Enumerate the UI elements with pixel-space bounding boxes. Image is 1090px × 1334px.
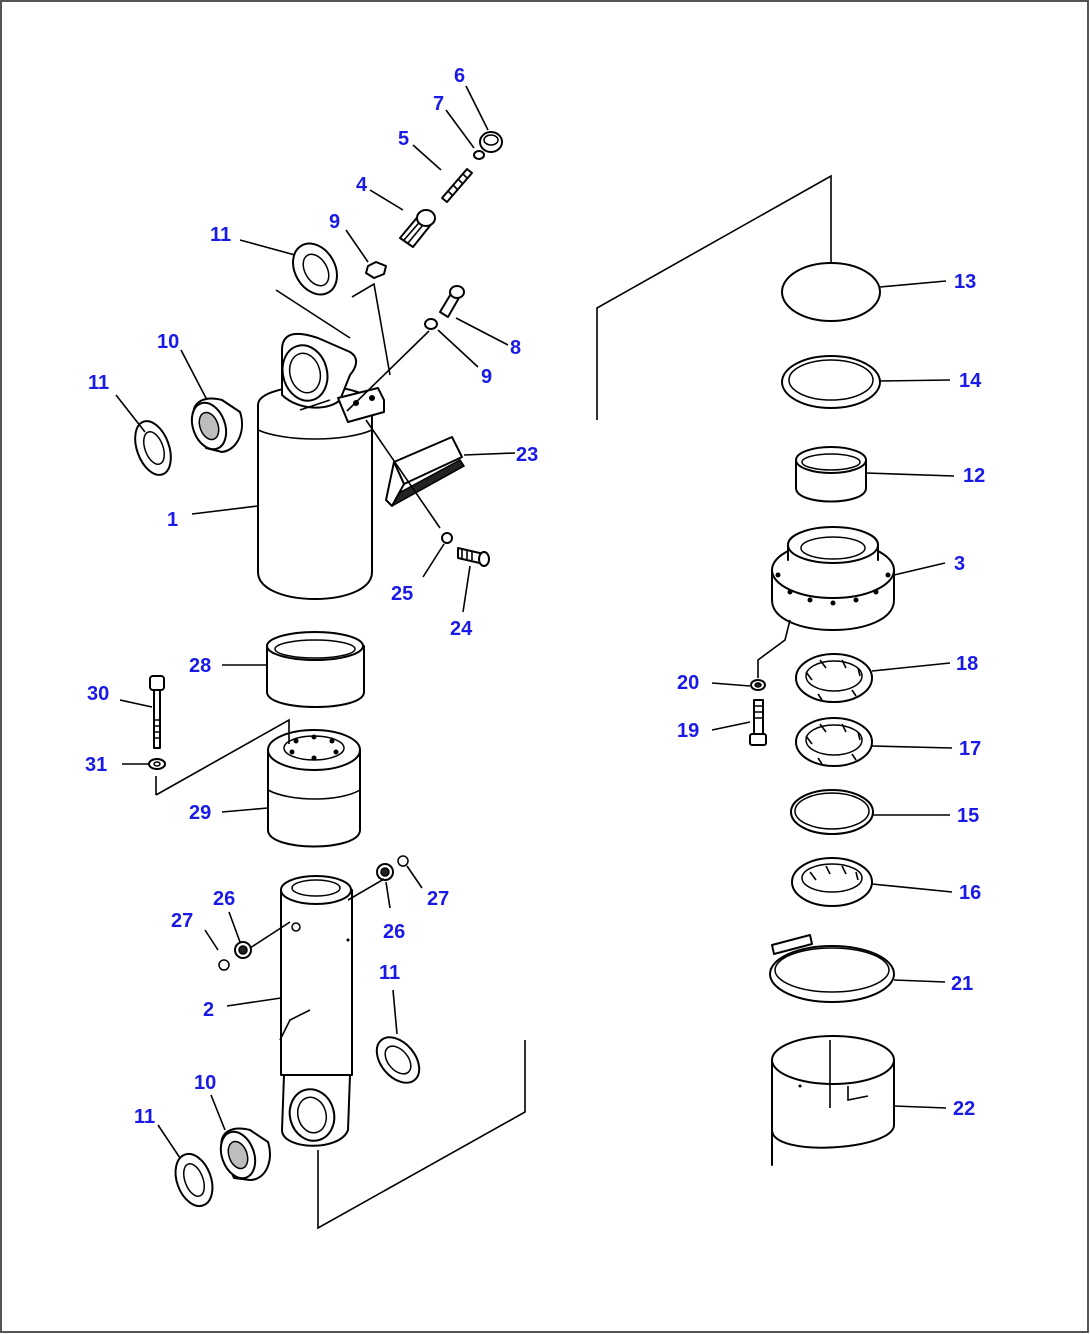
part-19-bolt [749,699,767,746]
callout-15: 15 [957,805,979,827]
callout-13: 13 [954,271,976,293]
callout-12: 12 [963,465,985,487]
part-7-ring [473,150,485,160]
callout-4: 4 [356,174,368,196]
part-25-washer [441,532,453,544]
callout-7: 7 [433,93,444,115]
callout-10-upper: 10 [157,331,179,353]
part-29-piston [267,729,361,848]
callout-17: 17 [959,738,981,760]
part-1-cylinder [257,332,385,600]
part-5-screw [441,168,473,203]
part-30-bolt [149,675,165,749]
part-17-buffer-ring [795,717,873,767]
callout-26-left: 26 [213,888,235,910]
callout-25: 25 [391,583,413,605]
callout-20: 20 [677,672,699,694]
part-31-washer [148,758,166,770]
callout-11-upper: 11 [210,224,231,246]
callout-10-lower: 10 [194,1072,216,1094]
part-11-seal-left [134,420,172,476]
part-14-backup-ring [781,355,881,409]
callout-9-upper: 9 [329,211,340,233]
part-26-bushing-right [376,863,394,881]
callout-11-lower-left: 11 [134,1106,155,1128]
part-10-bushing-upper [190,397,243,453]
callout-leaders [115,85,955,1159]
part-13-o-ring [781,262,881,322]
callout-18: 18 [956,653,978,675]
callout-14: 14 [959,370,982,392]
part-11-seal-upper [292,242,338,296]
part-20-washer [750,679,766,691]
callout-5: 5 [398,128,409,150]
part-15-ring [790,789,874,835]
part-8-bolt [439,285,465,318]
callout-28: 28 [189,655,211,677]
callout-6: 6 [454,65,465,87]
callout-22: 22 [953,1098,975,1120]
callout-27-right: 27 [427,888,449,910]
callout-27-left: 27 [171,910,193,932]
callout-11-left: 11 [88,372,109,394]
part-24-bolt [457,547,490,567]
callout-16: 16 [959,882,981,904]
callout-24: 24 [450,618,473,640]
callout-1: 1 [167,509,178,531]
part-4-fitting [399,209,436,248]
callout-19: 19 [677,720,699,742]
callout-labels: 6 7 5 4 9 11 8 9 10 11 23 1 25 24 28 30 … [85,65,985,1128]
part-9-washer-upper [365,261,387,279]
assembly-lines [155,174,832,1230]
part-28-wear-ring [266,631,365,708]
part-11-seal-lower-right [375,1036,421,1084]
callout-11-lower-right: 11 [379,962,400,984]
part-9-washer-lower [424,318,438,330]
part-16-dust-seal [791,857,873,907]
part-22-cover [771,1035,895,1166]
callout-8: 8 [510,337,521,359]
callout-26-right: 26 [383,921,405,943]
part-26-bushing-left [234,941,252,959]
part-21-clamp [769,934,895,1003]
callout-31: 31 [85,754,107,776]
callout-9-lower: 9 [481,366,492,388]
part-3-head [771,526,895,631]
part-10-bushing-lower [219,1127,271,1181]
callout-3: 3 [954,553,965,575]
callout-23: 23 [516,444,538,466]
part-27-ball-right [397,855,409,867]
callout-30: 30 [87,683,109,705]
callout-2: 2 [203,999,214,1021]
part-27-ball-left [218,959,230,971]
callout-29: 29 [189,802,211,824]
part-11-seal-lower-left [174,1152,214,1208]
part-18-rod-seal [795,653,873,703]
part-23-guard [384,436,466,507]
part-12-bushing [795,446,867,503]
part-6-cap [479,131,503,153]
callout-21: 21 [951,973,973,995]
part-2-rod [280,875,353,1147]
